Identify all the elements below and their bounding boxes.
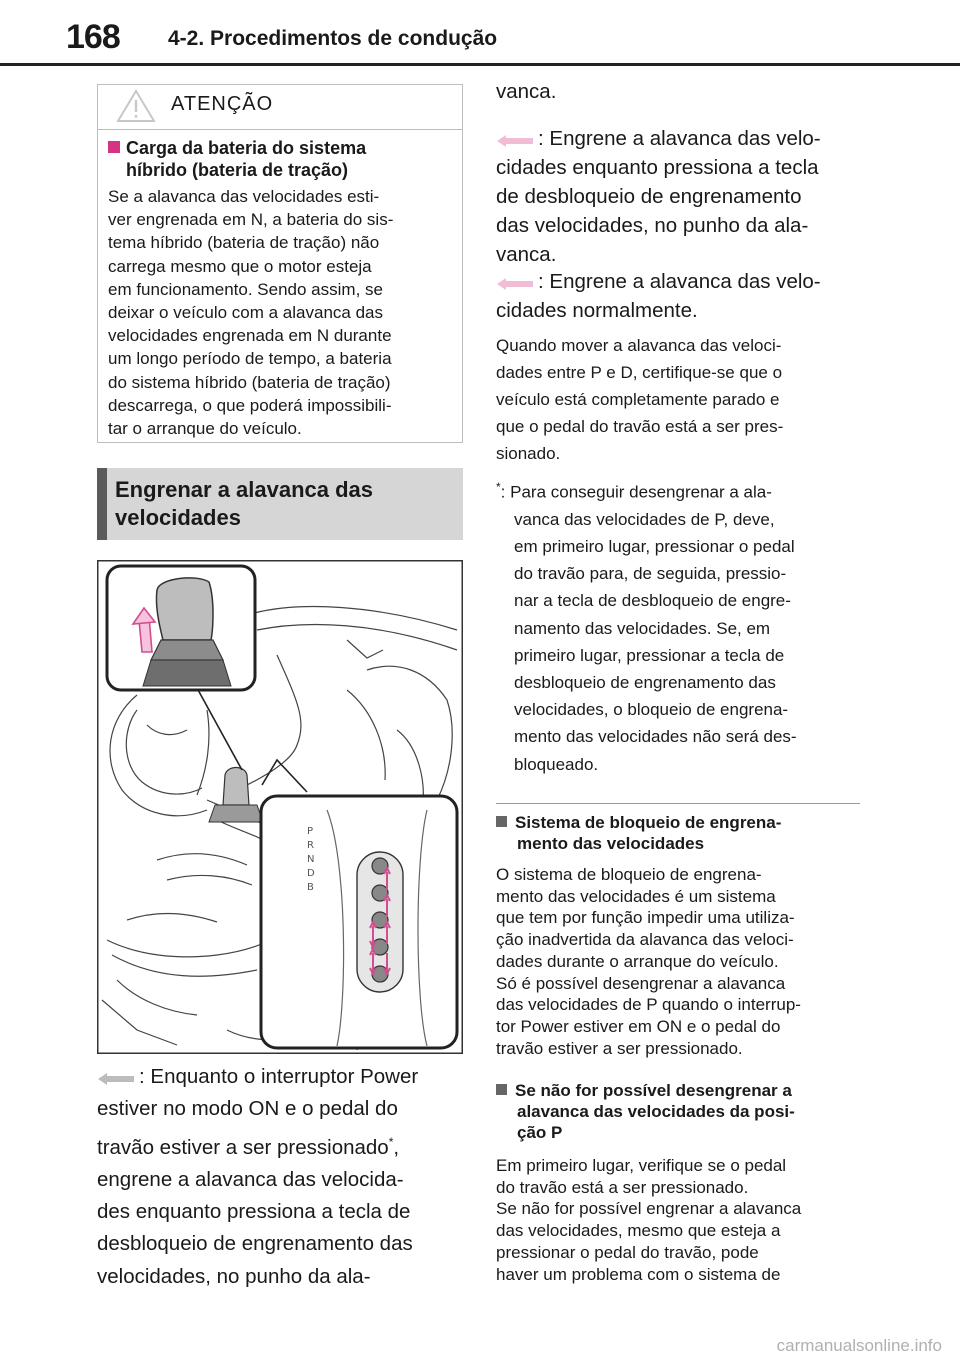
item-normal-shift: : Engrene a alavanca das velo- cidades n… bbox=[496, 270, 821, 322]
gate-letters: P R N D B bbox=[307, 826, 315, 893]
warning-subtitle: Carga da bateria do sistema híbrido (bat… bbox=[108, 137, 453, 181]
warning-body: Se a alavanca das velocidades esti- ver … bbox=[108, 185, 458, 440]
continued-text: vanca. bbox=[496, 80, 557, 103]
svg-text:N: N bbox=[307, 854, 314, 865]
square-bullet bbox=[496, 816, 507, 827]
footer-watermark: carmanualsonline.info bbox=[776, 1336, 942, 1355]
item-release-button: : Engrene a alavanca das velo- cidades e… bbox=[496, 127, 821, 266]
warning-body-line: Se a alavanca das velocidades esti- bbox=[108, 187, 380, 206]
svg-text:D: D bbox=[307, 868, 315, 879]
cannot-shift-body: Em primeiro lugar, verifique se o pedal … bbox=[496, 1156, 802, 1284]
footnote-marker: * bbox=[388, 1134, 394, 1149]
warning-body-line: ver engrenada em N, a bateria do sis- bbox=[108, 210, 394, 230]
warning-body-line: descarrega, o que poderá impossibili- bbox=[108, 395, 392, 415]
svg-text:R: R bbox=[307, 840, 314, 851]
warning-subtitle-line1: Carga da bateria do sistema bbox=[126, 138, 367, 158]
warning-subtitle-line2: híbrido (bateria de tração) bbox=[126, 160, 349, 180]
para-line: des enquanto pressiona a tecla de bbox=[97, 1200, 411, 1224]
para-line: velocidades, no punho da ala- bbox=[97, 1264, 371, 1288]
section-divider bbox=[496, 803, 860, 804]
section-title: 4-2. Procedimentos de condução bbox=[168, 27, 498, 50]
pink-square-bullet bbox=[108, 141, 120, 153]
warning-body-line: um longo período de tempo, a bateria bbox=[108, 349, 392, 369]
warning-body-line: velocidades engrenada em N durante bbox=[108, 326, 392, 346]
header-rule bbox=[0, 63, 960, 66]
footnote: *: Para conseguir desengrenar a ala- van… bbox=[496, 480, 797, 774]
page-number: 168 bbox=[66, 18, 121, 56]
warning-body-line: tar o arranque do veículo. bbox=[108, 419, 302, 439]
heading-text: Engrenar a alavanca das velocidades bbox=[115, 476, 373, 532]
para-line: travão estiver a ser pressionado*, bbox=[97, 1134, 400, 1159]
warning-box: ATENÇÃO Carga da bateria do sistema híbr… bbox=[97, 84, 463, 443]
warning-body-line: carrega mesmo que o motor esteja bbox=[108, 256, 372, 276]
para-line: : Enquanto o interruptor Power bbox=[139, 1065, 419, 1088]
shift-lever-illustration: P R N D B bbox=[97, 560, 463, 1054]
para-line: estiver no modo ON e o pedal do bbox=[97, 1097, 398, 1121]
warning-body-line: deixar o veículo com a alavanca das bbox=[108, 303, 383, 323]
svg-text:P: P bbox=[307, 826, 313, 837]
heading-line1: Engrenar a alavanca das bbox=[115, 477, 374, 502]
heading-bar bbox=[97, 468, 107, 540]
pink-arrow-icon bbox=[497, 278, 533, 290]
footnote-marker: * bbox=[496, 480, 501, 494]
square-bullet bbox=[496, 1084, 507, 1095]
warning-title: ATENÇÃO bbox=[171, 93, 274, 115]
warning-body-line: tema híbrido (bateria de tração) não bbox=[108, 233, 380, 253]
warning-triangle-icon bbox=[116, 89, 156, 122]
knob-closeup-callout bbox=[105, 564, 257, 692]
warning-body-line: do sistema híbrido (bateria de tração) bbox=[108, 372, 391, 392]
caution-paragraph: Quando mover a alavanca das veloci- dade… bbox=[496, 336, 784, 463]
shift-lock-body: O sistema de bloqueio de engrena- mento … bbox=[496, 865, 801, 1058]
heading-line2: velocidades bbox=[115, 505, 241, 530]
svg-text:B: B bbox=[307, 882, 314, 893]
warning-body-line: em funcionamento. Sendo assim, se bbox=[108, 279, 383, 299]
page-header: 168 4-2. Procedimentos de condução bbox=[0, 0, 960, 66]
gate-arrows-icon bbox=[369, 865, 391, 977]
para-line: desbloqueio de engrenamento das bbox=[97, 1232, 413, 1256]
pink-arrow-icon bbox=[497, 135, 533, 147]
lever-instructions: : Enquanto o interruptor Power estiver n… bbox=[97, 1061, 467, 1293]
shift-lock-heading: Sistema de bloqueio de engrena- mento da… bbox=[496, 812, 866, 854]
para-line: engrene a alavanca das velocida- bbox=[97, 1167, 404, 1191]
cabin-shift-knob bbox=[208, 766, 264, 823]
gray-arrow-icon bbox=[98, 1073, 134, 1085]
warning-header: ATENÇÃO bbox=[98, 85, 462, 130]
shift-gate-callout: P R N D B bbox=[259, 794, 459, 1050]
section-heading: Engrenar a alavanca das velocidades bbox=[97, 468, 463, 540]
cannot-shift-heading: Se não for possível desengrenar a alavan… bbox=[496, 1080, 866, 1143]
